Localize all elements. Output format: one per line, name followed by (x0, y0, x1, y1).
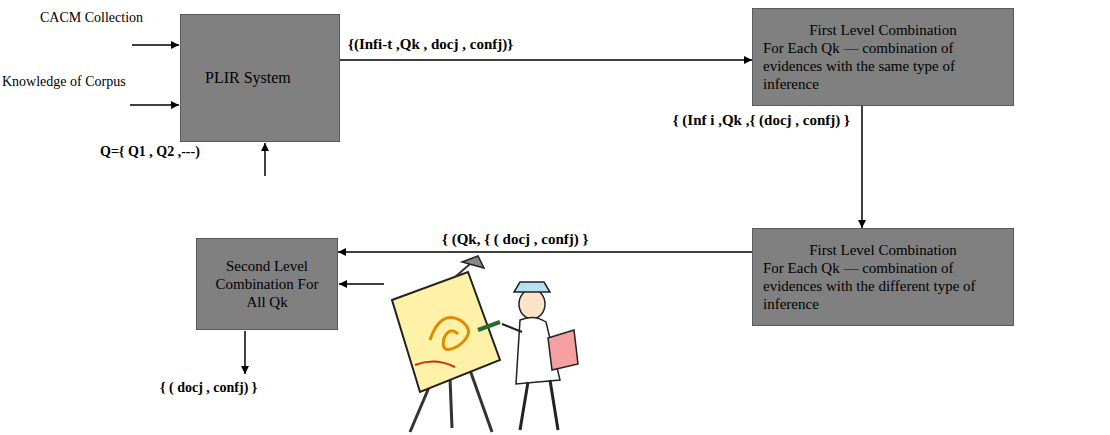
canvas-swirl (430, 318, 469, 350)
leg (520, 382, 528, 430)
leg (550, 380, 558, 430)
edge-label: { (Inf i ,Qk ,{ (docj , confj) } (671, 112, 852, 129)
input-arrow (264, 143, 266, 176)
easel-leg (450, 378, 452, 428)
flow-arrow (340, 59, 752, 61)
lamp-arm (455, 264, 470, 277)
box-text: Second Level Combination For All Qk (205, 257, 329, 311)
lamp (462, 256, 484, 268)
output-label: { ( docj , confj) } (160, 380, 257, 397)
input-label: Knowledge of Corpus (2, 74, 126, 91)
input-arrow (130, 104, 179, 106)
arm (502, 324, 522, 332)
input-label: CACM Collection (40, 10, 143, 27)
easel-leg (470, 370, 492, 432)
box-text: For Each Qk — combination of evidences w… (763, 259, 1003, 313)
edge-label: { (Qk, { ( docj , confj) } (440, 231, 590, 248)
box-heading: First Level Combination (763, 21, 1003, 39)
hat (514, 282, 550, 292)
output-arrow (244, 331, 246, 374)
box-text: PLIR System (205, 68, 331, 87)
artist-clipart (392, 256, 578, 432)
edge-label: {(Infi-t ,Qk , docj , confj)} (346, 36, 515, 53)
feedback-arrow (339, 283, 384, 285)
canvas (392, 272, 500, 392)
input-label: Q={ Q1 , Q2 ,---) (100, 144, 200, 161)
input-arrow (132, 44, 179, 46)
process-box: First Level CombinationFor Each Qk — com… (752, 228, 1014, 326)
canvas-stroke (415, 361, 455, 367)
process-box: First Level CombinationFor Each Qk — com… (752, 8, 1014, 106)
palette-paper (548, 330, 578, 370)
process-box: Second Level Combination For All Qk (196, 238, 338, 330)
head (519, 289, 545, 319)
pencil (478, 322, 500, 330)
box-text: For Each Qk — combination of evidences w… (763, 39, 1003, 93)
process-box: PLIR System (180, 14, 340, 142)
flow-arrow (861, 106, 863, 228)
flow-arrow (338, 251, 752, 253)
box-heading: First Level Combination (763, 241, 1003, 259)
